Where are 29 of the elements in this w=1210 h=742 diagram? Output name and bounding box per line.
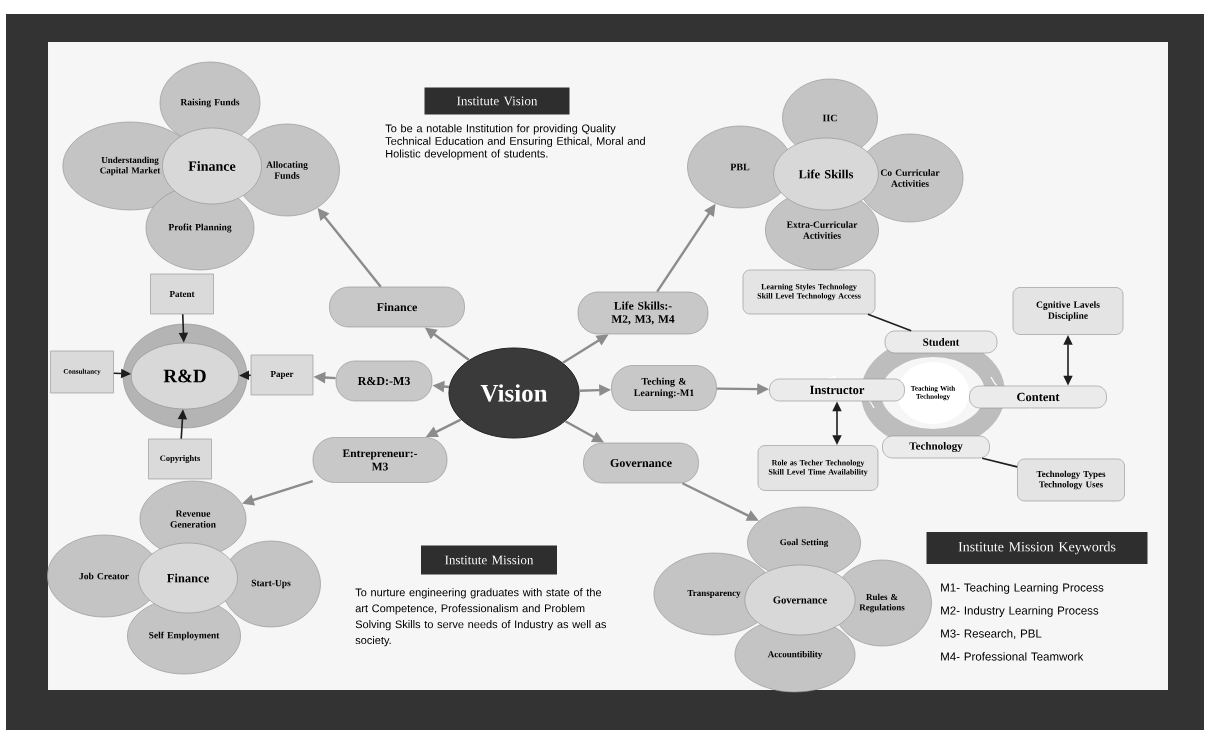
heading-banner: Institute Mission <box>421 545 557 575</box>
heading-banner: Institute Vision <box>424 87 570 115</box>
rounded-label: Student <box>884 330 998 354</box>
rounded-label: Instructor <box>769 378 905 402</box>
topic-pill: Life Skills:- M2, M3, M4 <box>577 291 709 335</box>
heading-banner: Institute Mission Keywords <box>926 532 1148 564</box>
topic-pill: Governance <box>583 442 699 484</box>
topic-pill: R&D:-M3 <box>335 360 433 402</box>
note-box: Technology Types Technology Uses <box>1017 458 1125 502</box>
rounded-label: Technology <box>882 435 990 459</box>
paragraph-text: To be a notable Institution for providing Quality Technical Education and Ensuring Ethical, Moral and Holistic development of students. <box>385 124 645 160</box>
note-box: Cgnitive Lavels Discipline <box>1012 287 1124 335</box>
connector-line <box>981 457 1018 468</box>
bubble: PBL <box>687 125 793 209</box>
topic-pill: Finance <box>329 286 465 328</box>
bubble: Start-Ups <box>221 540 321 628</box>
label-box: Paper <box>250 354 314 396</box>
rounded-label: Content <box>969 385 1107 409</box>
topic-pill: Teching & Learning:-M1 <box>611 365 717 411</box>
note-box: Learning Styles Technology Skill Level Technology Access <box>742 269 876 315</box>
label-box: Patent <box>150 273 214 315</box>
topic-pill: Entrepreneur:- M3 <box>312 437 448 483</box>
paragraph-text: To nurture engineering graduates with state of the art Competence, Professionalism and Problem Solving Skills to serve needs of Industry as well as society. <box>355 588 607 647</box>
keyword-line: M1- Teaching Learning Process <box>941 583 1104 594</box>
bubble: Job Creator <box>47 534 161 618</box>
label-box: Copyrights <box>148 438 212 480</box>
keyword-line: M4- Professional Teamwork <box>941 652 1084 661</box>
connector-line <box>867 313 912 332</box>
note-box: Role as Techer Technology Skill Level Time Availability <box>757 445 879 491</box>
